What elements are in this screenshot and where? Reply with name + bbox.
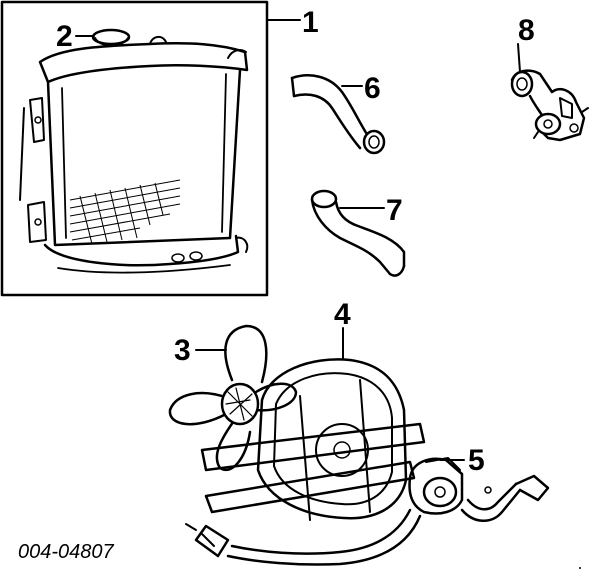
callout-4: 4 [334,298,351,331]
callout-2: 2 [56,20,73,53]
upper-radiator-hose [290,74,386,155]
fan-shroud [200,358,426,521]
cooling-fan [168,324,298,472]
radiator-frame-box [0,0,269,297]
leader-lines [75,19,521,461]
callout-1: 1 [302,6,319,39]
callout-5: 5 [468,444,485,477]
callout-7: 7 [386,194,403,227]
water-outlet-housing [510,69,589,142]
fan-motor [408,457,464,515]
callout-3: 3 [174,334,191,367]
radiator-core-mesh [69,179,181,245]
radiator-bottom-tank [43,234,240,267]
wiring-harness [185,474,550,566]
diagram-part-number: 004-04807 [18,541,115,563]
callout-6: 6 [364,72,381,105]
lower-radiator-hose [310,189,406,277]
callout-8: 8 [518,14,535,47]
radiator-side-bracket [19,97,47,243]
radiator-core [46,68,242,247]
radiator-assembly [0,0,269,297]
